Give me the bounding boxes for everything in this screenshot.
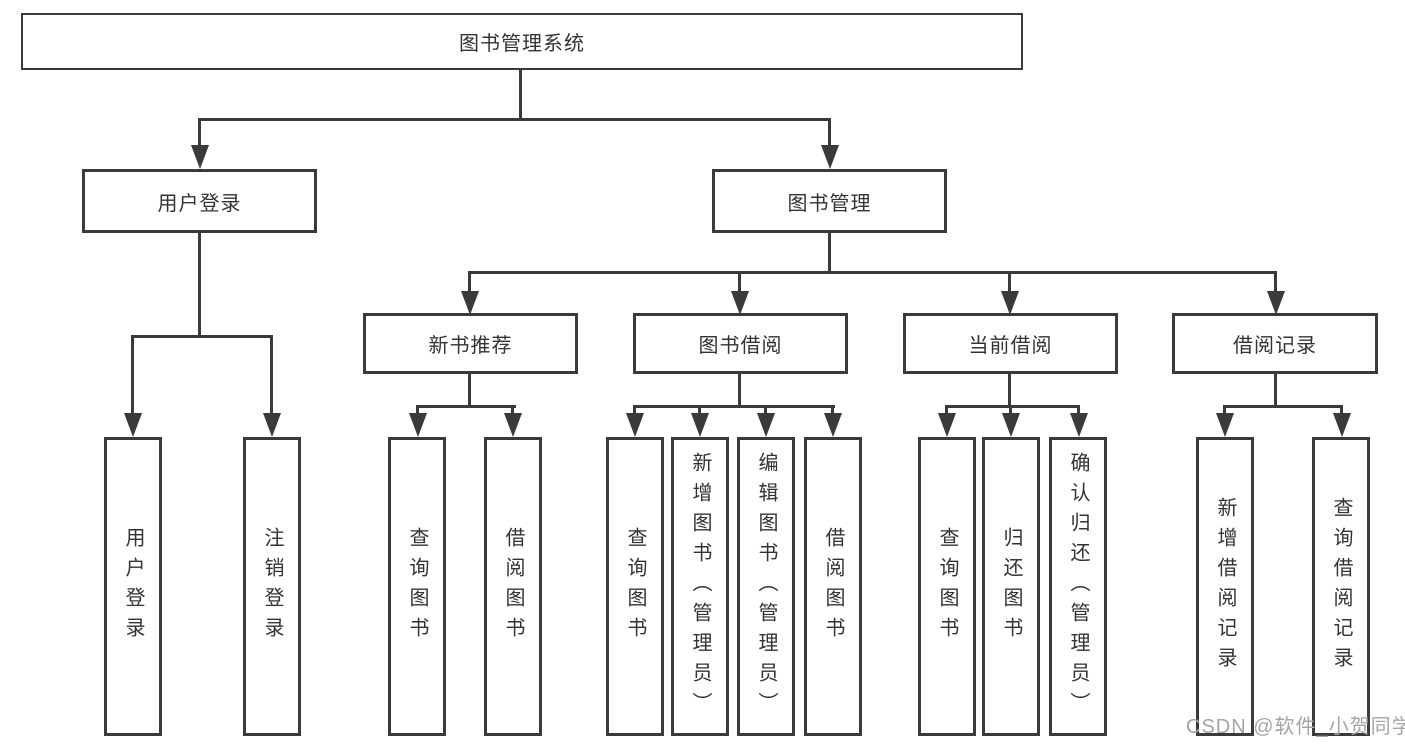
connector-drop-user-login	[198, 118, 201, 150]
connector-records-bus	[1223, 405, 1343, 408]
node-leaf-add-books-admin: 新增图书（管理员）	[671, 437, 729, 736]
connector-recommend-bus	[416, 405, 516, 408]
connector-drop-leaf	[131, 335, 134, 415]
connector-drop-leaf	[764, 405, 767, 417]
node-leaf-borrow-books: 借阅图书	[804, 437, 862, 736]
node-leaf-recommend-query-books: 查询图书	[388, 437, 446, 736]
arrow-down-icon	[938, 413, 956, 437]
connector-drop-records	[1274, 271, 1277, 293]
node-leaf-confirm-return-admin: 确认归还（管理员）	[1049, 437, 1107, 736]
arrow-down-icon	[1333, 413, 1351, 437]
node-leaf-user-login: 用户登录	[104, 437, 162, 736]
leaf-label: 编辑图书（管理员）	[755, 451, 777, 722]
connector-book-management-stem	[828, 233, 831, 274]
arrow-down-icon	[1070, 413, 1088, 437]
leaf-label: 查询图书	[406, 526, 428, 647]
node-book-borrow-label: 图书借阅	[698, 335, 783, 357]
leaf-label: 确认归还（管理员）	[1067, 451, 1089, 722]
connector-level3-bus	[468, 271, 1277, 274]
leaf-label: 新增图书（管理员）	[689, 451, 711, 722]
arrow-down-icon	[504, 413, 522, 437]
node-book-management: 图书管理	[712, 169, 947, 233]
arrow-down-icon	[263, 413, 281, 437]
connector-records-stem	[1274, 374, 1277, 408]
node-current-borrow: 当前借阅	[903, 313, 1118, 374]
node-leaf-edit-books-admin: 编辑图书（管理员）	[737, 437, 795, 736]
arrow-down-icon	[1216, 413, 1234, 437]
node-book-borrow: 图书借阅	[633, 313, 848, 374]
leaf-label: 注销登录	[261, 526, 283, 647]
connector-recommend-stem	[468, 374, 471, 408]
node-borrow-records: 借阅记录	[1172, 313, 1378, 374]
node-root: 图书管理系统	[21, 13, 1023, 70]
node-current-borrow-label: 当前借阅	[968, 335, 1053, 357]
connector-drop-leaf	[416, 405, 419, 417]
leaf-label: 用户登录	[122, 526, 144, 647]
node-leaf-return-books: 归还图书	[982, 437, 1040, 736]
connector-drop-leaf	[1223, 405, 1226, 417]
arrow-down-icon	[1267, 291, 1285, 315]
connector-drop-leaf	[1340, 405, 1343, 417]
connector-drop-recommend	[468, 271, 471, 293]
node-leaf-recommend-borrow-books: 借阅图书	[484, 437, 542, 736]
node-new-book-recommend: 新书推荐	[363, 313, 578, 374]
connector-borrow-bus	[633, 405, 835, 408]
node-leaf-borrow-query-books: 查询图书	[606, 437, 664, 736]
leaf-label: 查询借阅记录	[1330, 496, 1352, 677]
node-root-label: 图书管理系统	[459, 33, 585, 55]
connector-drop-leaf	[831, 405, 834, 417]
arrow-down-icon	[1001, 291, 1019, 315]
arrow-down-icon	[731, 291, 749, 315]
arrow-down-icon	[691, 413, 709, 437]
connector-user-login-bus	[131, 335, 273, 338]
connector-drop-leaf	[1077, 405, 1080, 417]
connector-drop-leaf	[1009, 405, 1012, 417]
node-book-management-label: 图书管理	[787, 192, 872, 215]
connector-current-bus	[945, 405, 1080, 408]
connector-drop-book-management	[828, 118, 831, 150]
connector-drop-leaf	[945, 405, 948, 417]
node-new-book-recommend-label: 新书推荐	[428, 335, 513, 357]
leaf-label: 借阅图书	[822, 526, 844, 647]
node-leaf-logout: 注销登录	[243, 437, 301, 736]
leaf-label: 查询图书	[936, 526, 958, 647]
arrow-down-icon	[757, 413, 775, 437]
connector-borrow-stem	[738, 374, 741, 408]
connector-drop-leaf	[270, 335, 273, 415]
connector-drop-borrow	[738, 271, 741, 293]
node-user-login-label: 用户登录	[157, 192, 242, 215]
arrow-down-icon	[626, 413, 644, 437]
connector-drop-current	[1008, 271, 1011, 293]
connector-root-stem	[519, 70, 522, 118]
arrow-down-icon	[191, 145, 209, 169]
arrow-down-icon	[821, 145, 839, 169]
node-user-login: 用户登录	[82, 169, 317, 233]
leaf-label: 新增借阅记录	[1214, 496, 1236, 677]
arrow-down-icon	[124, 413, 142, 437]
leaf-label: 归还图书	[1000, 526, 1022, 647]
node-leaf-add-borrow-record: 新增借阅记录	[1196, 437, 1254, 736]
connector-current-stem	[1008, 374, 1011, 408]
connector-user-login-stem	[198, 233, 201, 337]
arrow-down-icon	[461, 291, 479, 315]
arrow-down-icon	[409, 413, 427, 437]
leaf-label: 借阅图书	[502, 526, 524, 647]
leaf-label: 查询图书	[624, 526, 646, 647]
connector-drop-leaf	[511, 405, 514, 417]
arrow-down-icon	[1002, 413, 1020, 437]
node-leaf-query-borrow-record: 查询借阅记录	[1312, 437, 1370, 736]
connector-drop-leaf	[698, 405, 701, 417]
arrow-down-icon	[824, 413, 842, 437]
connector-root-bus	[198, 118, 831, 121]
node-borrow-records-label: 借阅记录	[1233, 335, 1317, 357]
connector-drop-leaf	[633, 405, 636, 417]
csdn-watermark: CSDN @软件_小贺同学	[1186, 716, 1405, 738]
node-leaf-current-query-books: 查询图书	[918, 437, 976, 736]
